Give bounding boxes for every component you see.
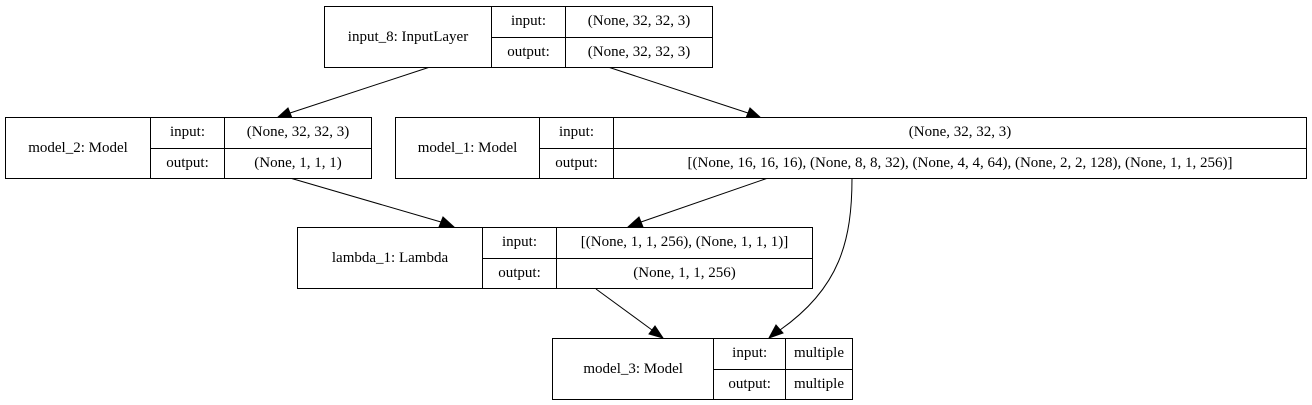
node-model2-values: (None, 32, 32, 3) (None, 1, 1, 1) xyxy=(225,118,371,178)
node-input8-name: input_8: InputLayer xyxy=(325,7,492,67)
node-model3-output-shape: multiple xyxy=(786,368,852,400)
node-model2-name: model_2: Model xyxy=(6,118,151,178)
edge-input8-to-model1 xyxy=(607,66,749,114)
node-lambda1-values: [(None, 1, 1, 256), (None, 1, 1, 1)] (No… xyxy=(557,228,812,288)
node-model3-input-label: input: xyxy=(732,345,768,362)
node-model3-input-shape: multiple xyxy=(794,345,844,362)
node-model3-values: multiple multiple xyxy=(786,339,852,399)
node-model1-ports: input: output: xyxy=(540,118,614,178)
edge-model1-to-model3 xyxy=(779,177,853,331)
node-input8: input_8: InputLayer input: output: (None… xyxy=(324,6,713,68)
node-input8-ports: input: output: xyxy=(492,7,566,67)
edge-model2-to-lambda1 xyxy=(289,177,442,223)
node-lambda1: lambda_1: Lambda input: output: [(None, … xyxy=(297,227,813,289)
node-lambda1-name: lambda_1: Lambda xyxy=(298,228,483,288)
node-model2: model_2: Model input: output: (None, 32,… xyxy=(5,117,372,179)
node-model1-input-label: input: xyxy=(558,124,594,141)
node-model1: model_1: Model input: output: (None, 32,… xyxy=(395,117,1307,179)
node-model3-ports: input: output: xyxy=(714,339,786,399)
node-input8-input-shape: (None, 32, 32, 3) xyxy=(587,13,691,30)
edge-model1-to-lambda1 xyxy=(640,177,769,223)
node-model3-output-label: output: xyxy=(714,368,785,400)
node-model1-input-shape: (None, 32, 32, 3) xyxy=(908,124,1012,141)
arrowhead-lambda1-to-model3 xyxy=(648,325,665,339)
node-lambda1-ports: input: output: xyxy=(483,228,557,288)
node-input8-output-shape: (None, 32, 32, 3) xyxy=(566,36,712,68)
node-model2-ports: input: output: xyxy=(151,118,225,178)
node-model2-output-shape: (None, 1, 1, 1) xyxy=(225,147,371,179)
node-model3: model_3: Model input: output: multiple m… xyxy=(552,338,853,400)
edge-input8-to-model2 xyxy=(289,66,431,114)
node-model1-output-label: output: xyxy=(540,147,613,179)
node-model1-output-shape: [(None, 16, 16, 16), (None, 8, 8, 32), (… xyxy=(614,147,1306,179)
node-model3-name: model_3: Model xyxy=(553,339,715,399)
node-lambda1-output-shape: (None, 1, 1, 256) xyxy=(557,257,812,289)
node-input8-output-label: output: xyxy=(492,36,565,68)
node-model2-input-label: input: xyxy=(169,124,205,141)
node-lambda1-output-label: output: xyxy=(483,257,556,289)
arrowhead-model1-to-model3 xyxy=(767,324,784,339)
node-lambda1-input-label: input: xyxy=(501,234,537,251)
arrowhead-model1-to-lambda1 xyxy=(626,216,644,228)
node-model2-input-shape: (None, 32, 32, 3) xyxy=(246,124,350,141)
node-input8-values: (None, 32, 32, 3) (None, 32, 32, 3) xyxy=(566,7,712,67)
node-model2-output-label: output: xyxy=(151,147,224,179)
edge-lambda1-to-model3 xyxy=(595,288,653,331)
arrowhead-model2-to-lambda1 xyxy=(438,216,456,228)
node-lambda1-input-shape: [(None, 1, 1, 256), (None, 1, 1, 1)] xyxy=(580,234,789,251)
node-model1-values: (None, 32, 32, 3) [(None, 16, 16, 16), (… xyxy=(614,118,1306,178)
node-input8-input-label: input: xyxy=(510,13,546,30)
node-model1-name: model_1: Model xyxy=(396,118,540,178)
